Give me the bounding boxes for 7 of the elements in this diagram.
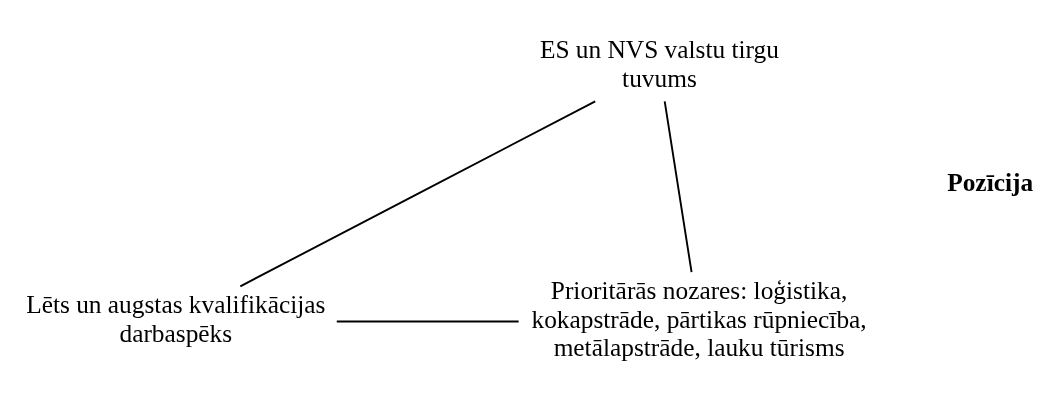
- connector: [663, 99, 693, 273]
- connector: [239, 99, 597, 287]
- node-text: Prioritārās nozares: loģistika, kokapstrāde, pārtikas rūpniecība, metālapstrāde, lauku tūrisms: [531, 275, 867, 361]
- node-text: ES un NVS valstu tirgu tuvums: [539, 34, 779, 92]
- connector: [335, 320, 520, 322]
- label: Pozīcija: [947, 167, 1034, 196]
- node-text: Lēts un augstas kvalifikācijas darbaspēks: [26, 289, 326, 347]
